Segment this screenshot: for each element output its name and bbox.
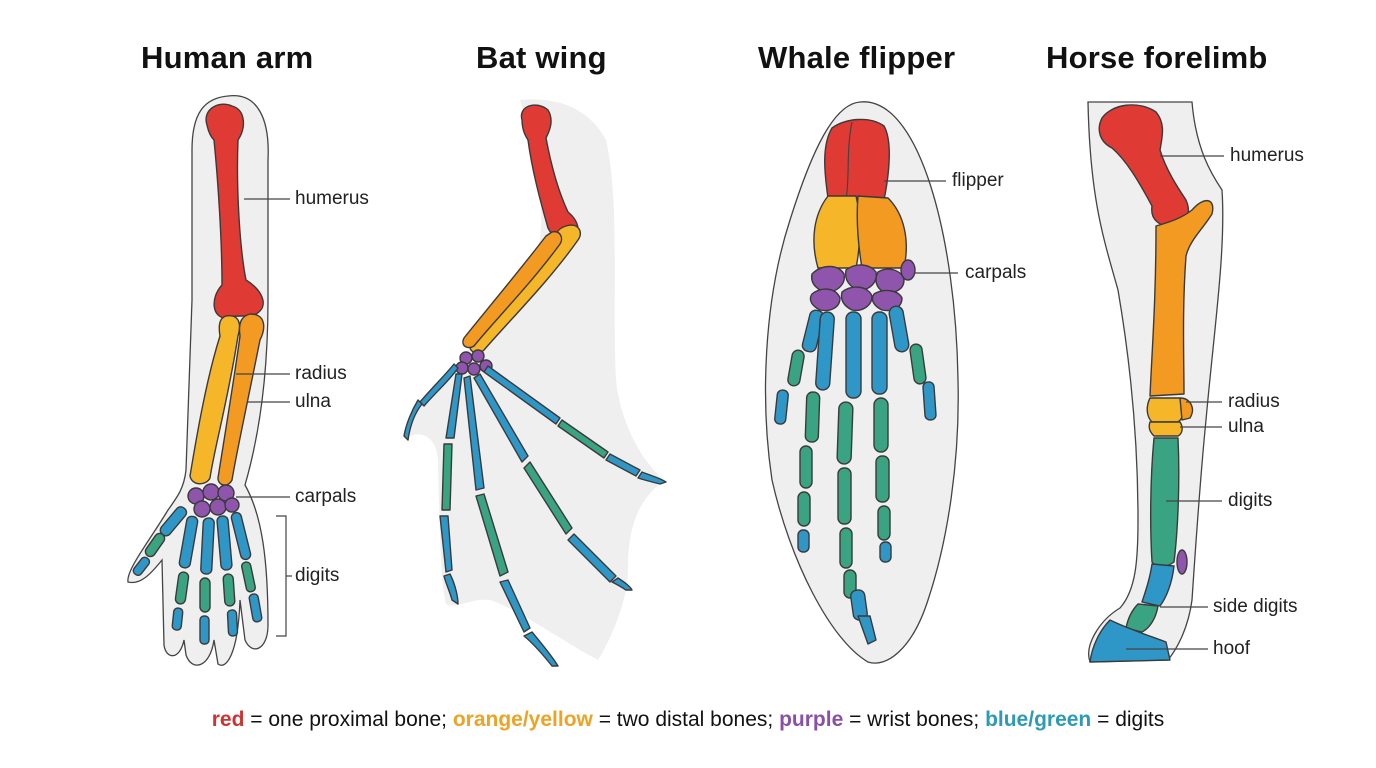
legend-purple-text: = wrist bones; (843, 708, 986, 731)
whale-flipper-label: flipper (952, 170, 1004, 191)
human-ulna-label: ulna (295, 391, 331, 412)
bat-ulna-bone (462, 230, 563, 349)
legend-orange-key: orange/yellow (452, 708, 593, 731)
horse-pastern-bone (1141, 563, 1175, 607)
whale-humerus-bone (824, 118, 890, 204)
bat-wing-membrane (409, 99, 664, 660)
legend-orange-text: = two distal bones; (592, 708, 780, 731)
horse-side-digit-bone (1176, 549, 1188, 575)
legend-red-key: red (211, 708, 245, 731)
horse-humerus-label: humerus (1230, 145, 1304, 166)
legend-blue-text: = digits (1091, 708, 1165, 731)
human-radius-bone (189, 315, 241, 485)
horse-side-digits-label: side digits (1213, 596, 1298, 617)
human-leader-lines (236, 198, 292, 637)
human-arm-title: Human arm (141, 40, 314, 75)
horse-forelimb-figure (1087, 101, 1224, 663)
horse-coffin-bone (1125, 603, 1159, 633)
human-humerus-label: humerus (295, 188, 369, 209)
human-humerus-bone (205, 103, 264, 319)
horse-radius-bone (1149, 200, 1214, 397)
color-legend: red = one proximal bone; orange/yellow =… (0, 708, 1376, 732)
horse-leader-lines (1126, 155, 1224, 650)
horse-digits-label: digits (1228, 490, 1273, 511)
horse-ulna-label: ulna (1228, 416, 1264, 437)
human-radius-label: radius (295, 363, 347, 384)
whale-digit-bones (774, 305, 937, 645)
legend-red-text: = one proximal bone; (244, 708, 453, 731)
human-arm-figure (127, 95, 292, 666)
whale-flipper-title: Whale flipper (758, 40, 956, 75)
whale-leader-lines (884, 180, 958, 274)
horse-hoof-label: hoof (1213, 638, 1250, 659)
bat-digit-bones (403, 363, 667, 667)
horse-wrist-bones (1146, 397, 1194, 437)
legend-blue-key: blue/green (985, 708, 1092, 731)
whale-radius-bone (813, 195, 861, 269)
human-digits-label: digits (295, 565, 340, 586)
horse-forelimb-title: Horse forelimb (1046, 40, 1268, 75)
human-carpal-bones (187, 483, 240, 518)
human-carpals-label: carpals (295, 486, 357, 507)
horse-radius-label: radius (1228, 391, 1280, 412)
legend-purple-key: purple (779, 708, 844, 731)
whale-flipper-figure (764, 101, 959, 664)
human-digit-bones (132, 506, 263, 645)
horse-cannon-bone (1149, 437, 1180, 568)
horse-hoof (1089, 619, 1171, 663)
bat-wing-title: Bat wing (476, 40, 607, 75)
whale-carpals-label: carpals (965, 262, 1027, 283)
bat-wing-figure (403, 99, 667, 667)
